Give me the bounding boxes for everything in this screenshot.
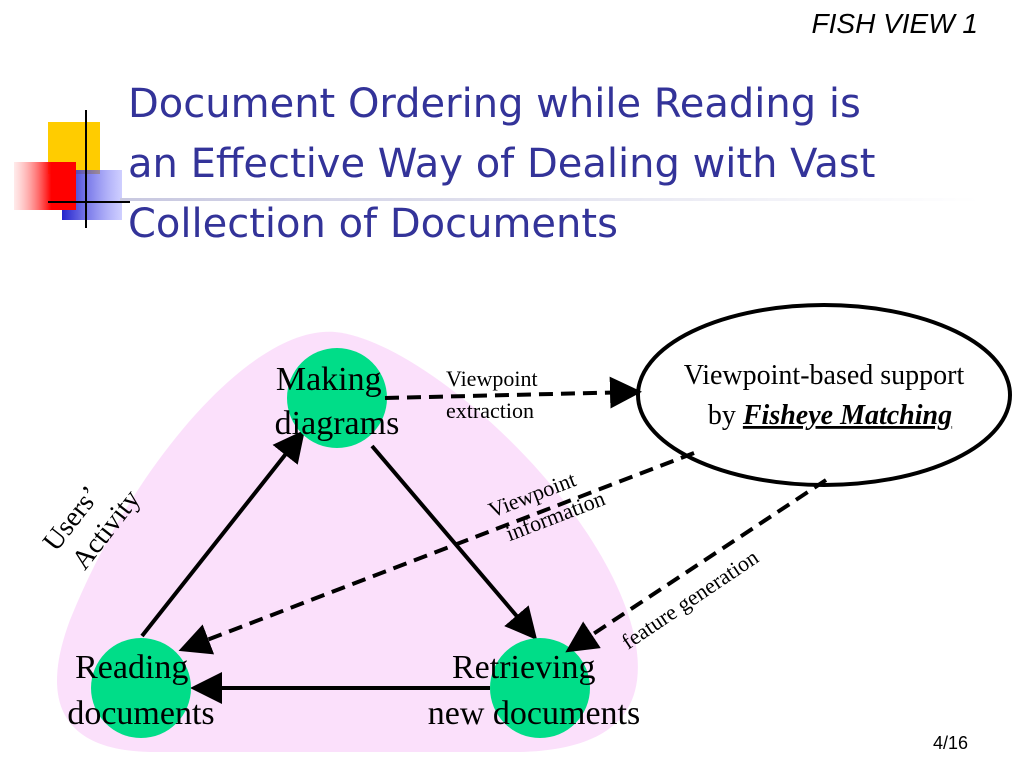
decorative-squares xyxy=(14,110,130,228)
dashed-arrow-feature xyxy=(565,478,828,653)
label-viewpoint-extraction: Viewpoint extraction xyxy=(446,366,543,423)
slide-title: Document Ordering while Reading is an Ef… xyxy=(128,74,1008,254)
title-line-3: Collection of Documents xyxy=(128,201,618,247)
support-prefix: by xyxy=(708,400,743,431)
title-underline xyxy=(120,198,980,201)
node-making-diagrams xyxy=(287,348,387,448)
dashed-arrow-extraction xyxy=(384,376,642,409)
slide-number: 4/16 xyxy=(932,733,968,753)
support-line-2: by Fisheye Matching xyxy=(708,400,952,431)
slide-header-label: FISH VIEW 1 xyxy=(811,8,978,39)
support-line-1: Viewpoint-based support xyxy=(684,360,965,391)
support-emphasis: Fisheye Matching xyxy=(742,400,952,431)
support-ellipse xyxy=(636,303,1012,487)
label-reading: Reading documents xyxy=(67,649,214,732)
label-retrieving: Retrieving new documents xyxy=(428,649,640,732)
node-reading-documents xyxy=(91,638,191,738)
title-line-1: Document Ordering while Reading is xyxy=(128,81,861,127)
svg-text:feature generation: feature generation xyxy=(617,544,763,654)
label-feature-generation: feature generation xyxy=(617,544,763,654)
arrow-reading-to-making xyxy=(140,429,305,638)
node-retrieving-documents xyxy=(490,638,590,738)
dashed-arrow-information xyxy=(178,451,695,655)
title-line-2: an Effective Way of Dealing with Vast xyxy=(128,141,876,187)
label-making: Making diagrams xyxy=(275,361,400,442)
arrow-making-to-retrieving xyxy=(370,444,538,641)
